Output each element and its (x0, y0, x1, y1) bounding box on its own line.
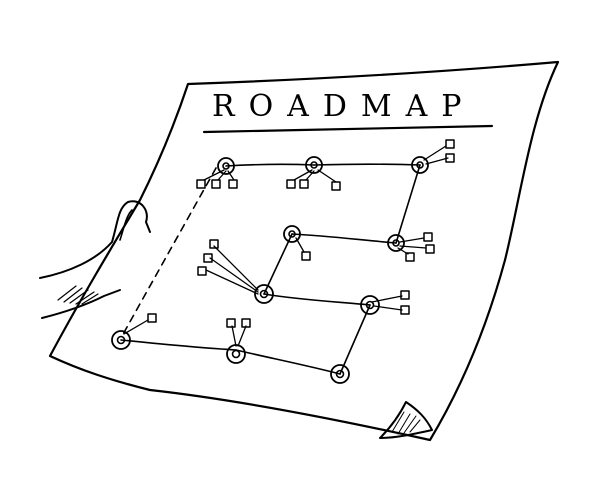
roadmap-sheet (48, 60, 560, 442)
task-square (196, 179, 206, 189)
task-square (400, 305, 410, 315)
milestone-node (111, 330, 131, 350)
milestone-node (360, 295, 380, 315)
task-square (211, 179, 221, 189)
milestone-node (305, 156, 323, 174)
milestone-node (283, 225, 301, 243)
task-square (226, 318, 236, 328)
task-square (445, 153, 455, 163)
task-square (405, 252, 415, 262)
task-square (203, 253, 213, 263)
milestone-node (330, 364, 350, 384)
task-square (400, 290, 410, 300)
task-square (423, 232, 433, 242)
milestone-node (217, 157, 235, 175)
task-square (241, 318, 251, 328)
task-square (445, 139, 455, 149)
milestone-node (411, 156, 429, 174)
task-square (425, 244, 435, 254)
title-underline (202, 124, 494, 134)
roadmap-title: ROADMAP (212, 89, 475, 124)
branch-lines (123, 145, 449, 347)
task-square (299, 179, 309, 189)
milestone-node (254, 284, 274, 304)
task-square (286, 179, 296, 189)
milestone-node (226, 344, 246, 364)
task-square (331, 181, 341, 191)
task-square (147, 313, 157, 323)
task-square (197, 266, 207, 276)
milestone-nodes (111, 156, 429, 384)
route-lines (120, 163, 421, 375)
hand-illustration (39, 200, 151, 319)
milestone-node (387, 234, 405, 252)
task-square (209, 239, 219, 249)
task-square (301, 251, 311, 261)
task-square (228, 179, 238, 189)
task-squares (147, 139, 455, 328)
